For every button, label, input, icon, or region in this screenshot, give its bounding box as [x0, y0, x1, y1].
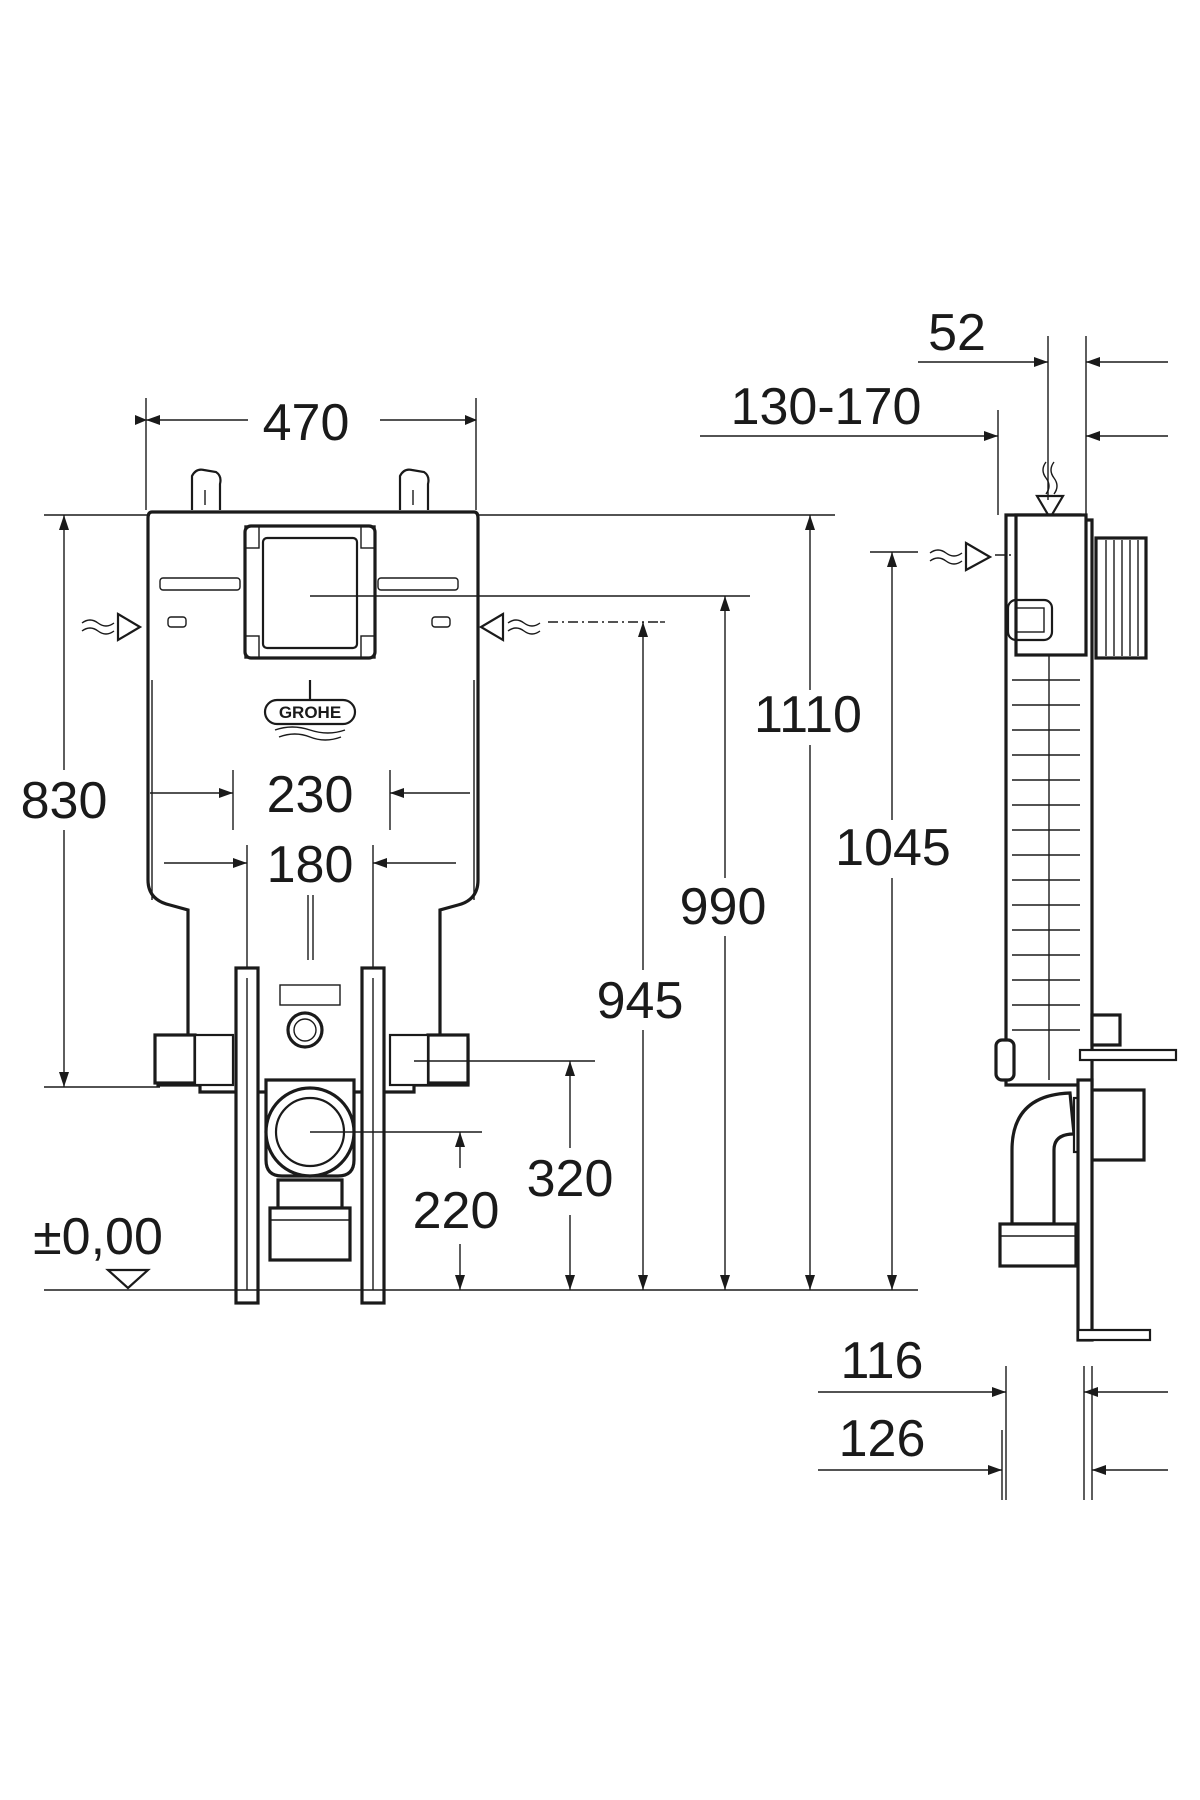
side-view: 52 130-170 116 126 — [700, 304, 1178, 1500]
dimension-320: 320 — [527, 1150, 614, 1208]
water-inlet-icon — [1035, 461, 1065, 521]
drain-pipe-side — [1010, 1091, 1076, 1226]
dimension-830: 830 — [21, 772, 108, 830]
foot-bracket-right — [426, 1033, 470, 1085]
grohe-logo: GROHE — [263, 680, 357, 741]
dimension-52: 52 — [928, 304, 986, 362]
water-inlet-icon — [81, 612, 143, 642]
dimension-1110: 1110 — [754, 686, 862, 744]
foot-bracket-left — [153, 1033, 197, 1085]
dimension-130-170: 130-170 — [731, 378, 922, 436]
floor-level-label: ±0,00 — [33, 1208, 163, 1266]
dimension-180: 180 — [267, 836, 354, 894]
front-view: GROHE — [146, 468, 480, 1305]
floor-level-marker-icon — [105, 1268, 151, 1290]
frame-ribs — [1012, 655, 1080, 1080]
dimension-220: 220 — [413, 1182, 500, 1240]
dimension-990: 990 — [680, 878, 767, 936]
dimension-470: 470 — [263, 394, 350, 452]
mounting-hook-right — [398, 468, 430, 510]
water-inlet-icon — [478, 612, 660, 642]
support-legs — [234, 966, 386, 1305]
frame-body — [146, 510, 480, 1094]
dimension-116: 116 — [841, 1332, 924, 1390]
brand-logo-text: GROHE — [279, 703, 341, 722]
dimension-126: 126 — [839, 1410, 926, 1468]
mounting-hook-left — [190, 468, 222, 510]
dimension-1045: 1045 — [835, 819, 951, 877]
drain-elbow — [264, 1078, 356, 1262]
flush-plate-opening — [243, 524, 377, 660]
dimension-945: 945 — [597, 972, 684, 1030]
front-dimensions: 470 830 230 180 — [21, 394, 951, 1291]
dimension-230: 230 — [267, 766, 354, 824]
